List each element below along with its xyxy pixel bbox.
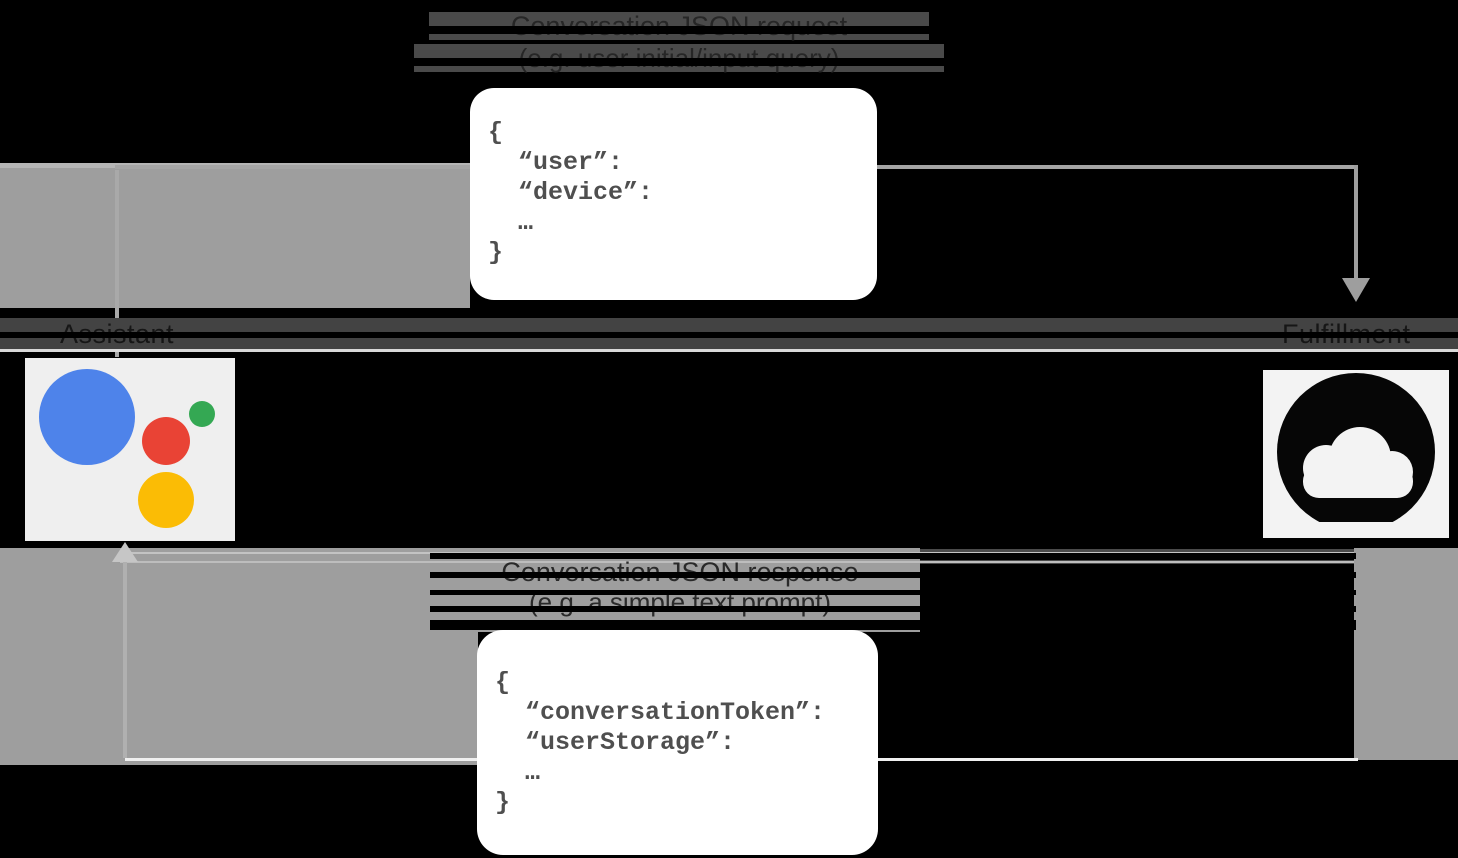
code-line: “user”: xyxy=(488,148,624,177)
occlusion-stripe xyxy=(0,26,1458,34)
request-payload-box: { “user”: “device”: … } xyxy=(470,88,877,300)
code-line: { xyxy=(495,668,511,697)
label-band-divider xyxy=(0,349,1458,352)
request-arrow-segment xyxy=(1354,165,1358,280)
occlusion-stripe xyxy=(430,620,1356,630)
fulfillment-logo xyxy=(1263,370,1449,538)
occlusion-stripe xyxy=(0,58,1458,66)
streak-row xyxy=(920,549,1356,554)
gray-panel-bottom-right xyxy=(1356,548,1458,760)
occlusion-stripe xyxy=(430,553,1356,559)
response-arrow-segment xyxy=(123,560,127,758)
request-arrowhead-down-icon xyxy=(1342,278,1370,302)
occlusion-stripe xyxy=(0,332,1458,338)
occlusion-stripe xyxy=(430,606,1356,612)
response-payload-box: { “conversationToken”: “userStorage”: … … xyxy=(477,630,878,855)
code-line: “device”: xyxy=(488,178,654,207)
code-line: … xyxy=(488,208,534,237)
assistant-blue-circle-icon xyxy=(39,369,135,465)
cloud-icon xyxy=(1277,373,1435,522)
code-line: … xyxy=(495,758,541,787)
assistant-red-circle-icon xyxy=(142,417,190,465)
gray-panel-bottom-left xyxy=(0,548,478,765)
code-line: “conversationToken”: xyxy=(495,698,826,727)
occlusion-stripe xyxy=(430,572,1356,578)
code-line: } xyxy=(488,238,504,267)
code-line: “userStorage”: xyxy=(495,728,736,757)
response-arrowhead-up-icon xyxy=(112,542,138,562)
gray-panel-top-left xyxy=(0,163,470,308)
response-arrow-segment xyxy=(1354,548,1358,760)
assistant-green-circle-icon xyxy=(189,401,215,427)
faint-divider-line xyxy=(120,561,1356,563)
occlusion-stripe xyxy=(430,590,1356,595)
code-line: } xyxy=(495,788,511,817)
code-line: { xyxy=(488,118,504,147)
assistant-logo xyxy=(25,358,235,541)
assistant-yellow-circle-icon xyxy=(138,472,194,528)
request-arrow-segment xyxy=(115,170,119,357)
